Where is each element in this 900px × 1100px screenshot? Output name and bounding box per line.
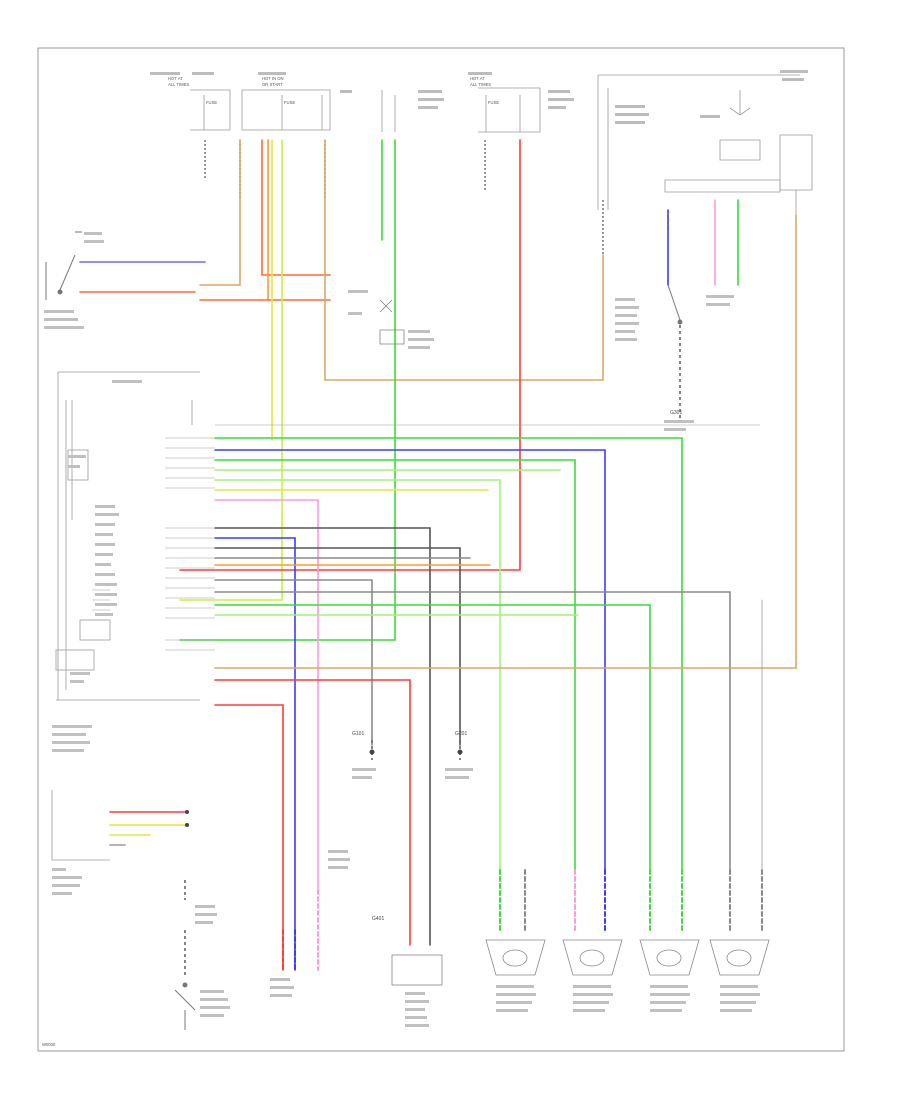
fuse-box-2-label: HOT IN ON [262,76,284,81]
fuse-box-3-label: HOT AT [470,76,485,81]
connector-code-1: G101 [352,731,364,737]
bottom-devices [485,939,770,976]
center-component-label [405,992,429,1027]
grounds [352,749,473,779]
relay-center [379,299,405,345]
bottom-left-labels [195,850,350,1017]
connector-code-2: G201 [455,731,467,737]
right-labels [615,295,734,431]
module-pin-lines [92,424,760,651]
fuse-box-1-label-2: ALL TIMES [168,82,189,87]
fuse-1: FUSE [206,100,217,105]
fuse-3: FUSE [488,100,499,105]
diagram-frame [37,47,845,1052]
center-component [391,954,443,986]
connector-stubs [204,140,604,255]
fuse-box-3-label-2: ALL TIMES [470,82,491,87]
left-plugs [185,810,189,827]
fuse-box-2-label-2: OR START [262,82,283,87]
control-module [51,371,200,861]
relay-label [348,290,434,349]
module-pin-labels [44,232,142,895]
bottom-left-switch [174,982,196,1030]
bottom-device-labels [496,985,760,1012]
wires [79,139,797,971]
figure-code: W0000 [42,1042,56,1047]
connector-code-3: G301 [670,410,682,416]
right-switch [667,284,683,325]
dashed-segments [184,215,681,975]
top-labels [150,70,808,124]
connector-code-4: G401 [372,916,384,922]
fuse-area [190,74,813,215]
device-plugs [282,599,763,971]
fuse-box-1-label: HOT AT [168,76,183,81]
left-switch [45,231,82,300]
fuse-2: FUSE [284,100,295,105]
